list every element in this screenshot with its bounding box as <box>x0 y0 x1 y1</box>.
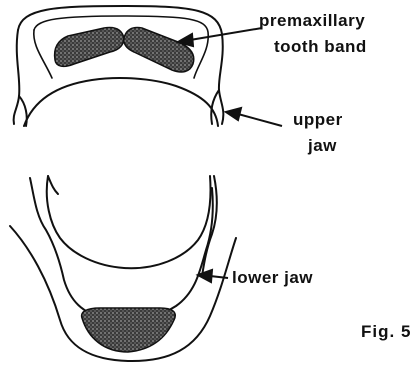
lower-jaw-tooth-patch <box>82 308 176 352</box>
tooth-band-label: tooth band <box>274 38 367 55</box>
figure-caption: Fig. 5 <box>361 323 411 340</box>
upper-jaw-mouth-opening <box>19 78 219 126</box>
premaxillary-pointer-arrow <box>178 28 262 46</box>
jaw-label: jaw <box>308 137 337 154</box>
upper-jaw-pointer-arrow <box>226 108 282 126</box>
premaxillary-tooth-band <box>55 27 194 72</box>
lower-jaw-mouth-opening <box>47 176 211 268</box>
lower-jaw-label: lower jaw <box>232 269 313 286</box>
premaxillary-label: premaxillary <box>259 12 365 29</box>
upper-label: upper <box>293 111 343 128</box>
